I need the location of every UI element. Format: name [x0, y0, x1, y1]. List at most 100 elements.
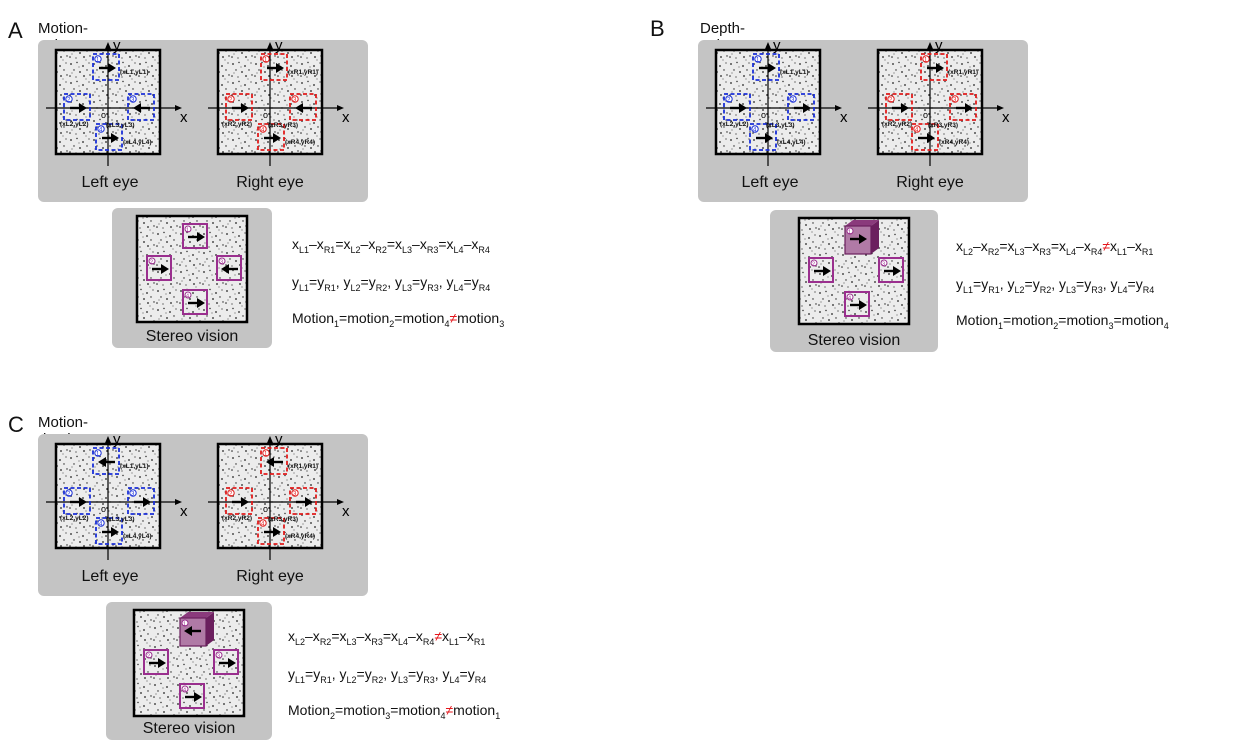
- arrow-icon: [266, 457, 283, 467]
- stereo-target-1: 1: [844, 220, 879, 255]
- svg-text:3: 3: [131, 98, 135, 104]
- right-coord-1: (xR1,yR1): [288, 463, 318, 470]
- arrow-icon: [295, 103, 312, 113]
- cube-side: [871, 220, 879, 254]
- arrow-icon: [264, 133, 281, 143]
- svg-text:4: 4: [186, 293, 189, 299]
- svg-text:2: 2: [67, 492, 71, 498]
- right-eye-target-3: 3: [289, 93, 317, 121]
- left-eye-target-3: 3: [787, 93, 815, 121]
- origin-label: o: [263, 110, 268, 120]
- arrow-icon: [850, 300, 867, 310]
- not-equal-sign: ≠: [445, 702, 454, 718]
- right-eye-target-4: 4: [911, 123, 939, 151]
- x-disparity-equation: xL2–xR2=xL3–xR3=xL4–xR4≠xL1–xR1: [288, 628, 486, 647]
- svg-text:2: 2: [889, 98, 893, 104]
- svg-text:2: 2: [229, 492, 233, 498]
- arrow-icon: [99, 63, 116, 73]
- right-coord-3: (xR3,yR3): [268, 122, 298, 129]
- panel-letter: A: [8, 18, 23, 43]
- left-eye-label: Left eye: [81, 568, 139, 585]
- right-coord-4: (xR4,yR4): [285, 533, 315, 540]
- arrow-icon: [133, 103, 150, 113]
- left-coord-3: (xL3,yL3): [106, 122, 135, 129]
- axis-x-label: x: [342, 503, 350, 520]
- svg-text:3: 3: [791, 98, 795, 104]
- right-coord-2: (xR2,yR2): [882, 121, 912, 128]
- axis-y-label: y: [113, 37, 121, 54]
- left-coord-1: (xL1,yL1): [780, 69, 809, 76]
- svg-text:1: 1: [264, 58, 268, 64]
- right-eye-label: Right eye: [896, 174, 964, 191]
- y-equation: yL1=yR1, yL2=yR2, yL3=yR3, yL4=yR4: [288, 666, 487, 685]
- left-eye-label: Left eye: [741, 174, 799, 191]
- stereo-target-3: 3: [878, 257, 904, 283]
- right-eye-target-4: 4: [257, 517, 285, 545]
- right-eye-target-3: 3: [289, 487, 317, 515]
- axis-x-label: x: [342, 109, 350, 126]
- svg-text:4: 4: [261, 128, 265, 134]
- arrow-icon: [927, 63, 944, 73]
- arrow-icon: [759, 63, 776, 73]
- y-equation: yL1=yR1, yL2=yR2, yL3=yR3, yL4=yR4: [956, 276, 1155, 295]
- right-coord-4: (xR4,yR4): [939, 139, 969, 146]
- arrow-icon: [814, 266, 831, 276]
- right-coord-2: (xR2,yR2): [222, 515, 252, 522]
- left-eye-target-1: 1: [92, 447, 120, 475]
- arrow-icon: [184, 626, 201, 636]
- svg-text:1: 1: [264, 452, 268, 458]
- arrow-icon: [70, 497, 87, 507]
- right-eye-target-1: 1: [920, 53, 948, 81]
- svg-text:2: 2: [150, 259, 153, 265]
- arrow-icon: [219, 658, 236, 668]
- arrow-icon: [188, 232, 205, 242]
- not-equal-sign: ≠: [434, 628, 443, 644]
- left-coord-1: (xL1,yL1): [120, 69, 149, 76]
- stereo-plot: 12 34: [797, 216, 911, 326]
- arrow-icon: [188, 298, 205, 308]
- stereo-target-1: 1: [182, 223, 208, 249]
- right-coord-3: (xR3,yR3): [928, 122, 958, 129]
- left-coord-1: (xL1,yL1): [120, 463, 149, 470]
- stereo-label: Stereo vision: [142, 720, 236, 737]
- motion-equation: Motion1=motion2=motion3=motion4: [956, 312, 1169, 331]
- left-eye-target-3: 3: [127, 487, 155, 515]
- stereo-target-4: 4: [844, 291, 870, 317]
- svg-text:1: 1: [96, 58, 100, 64]
- left-coord-3: (xL3,yL3): [106, 516, 135, 523]
- arrow-icon: [918, 133, 935, 143]
- right-eye-label: Right eye: [236, 568, 304, 585]
- origin-label: o: [101, 110, 106, 120]
- right-coord-2: (xR2,yR2): [222, 121, 252, 128]
- arrow-icon: [185, 692, 202, 702]
- left-eye-target-2: 2: [63, 487, 91, 515]
- panel-letter: C: [8, 412, 24, 437]
- left-eye-target-1: 1: [752, 53, 780, 81]
- left-eye-label: Left eye: [81, 174, 139, 191]
- axis-x-label: x: [180, 109, 188, 126]
- right-eye-target-4: 4: [257, 123, 285, 151]
- right-eye-target-2: 2: [225, 93, 253, 121]
- svg-text:1: 1: [96, 452, 100, 458]
- stereo-target-2: 2: [808, 257, 834, 283]
- arrow-icon: [884, 266, 901, 276]
- left-eye-target-3: 3: [127, 93, 155, 121]
- stereo-target-1: 1: [179, 612, 214, 647]
- right-eye-target-2: 2: [885, 93, 913, 121]
- svg-text:1: 1: [924, 58, 928, 64]
- left-eye-target-4: 4: [749, 123, 777, 151]
- not-equal-sign: ≠: [449, 310, 458, 326]
- svg-text:3: 3: [131, 492, 135, 498]
- axis-x-label: x: [180, 503, 188, 520]
- arrow-icon: [956, 103, 973, 113]
- stereo-target-2: 2: [143, 649, 169, 675]
- left-coord-3: (xL3,yL3): [766, 122, 795, 129]
- arrow-icon: [221, 264, 238, 274]
